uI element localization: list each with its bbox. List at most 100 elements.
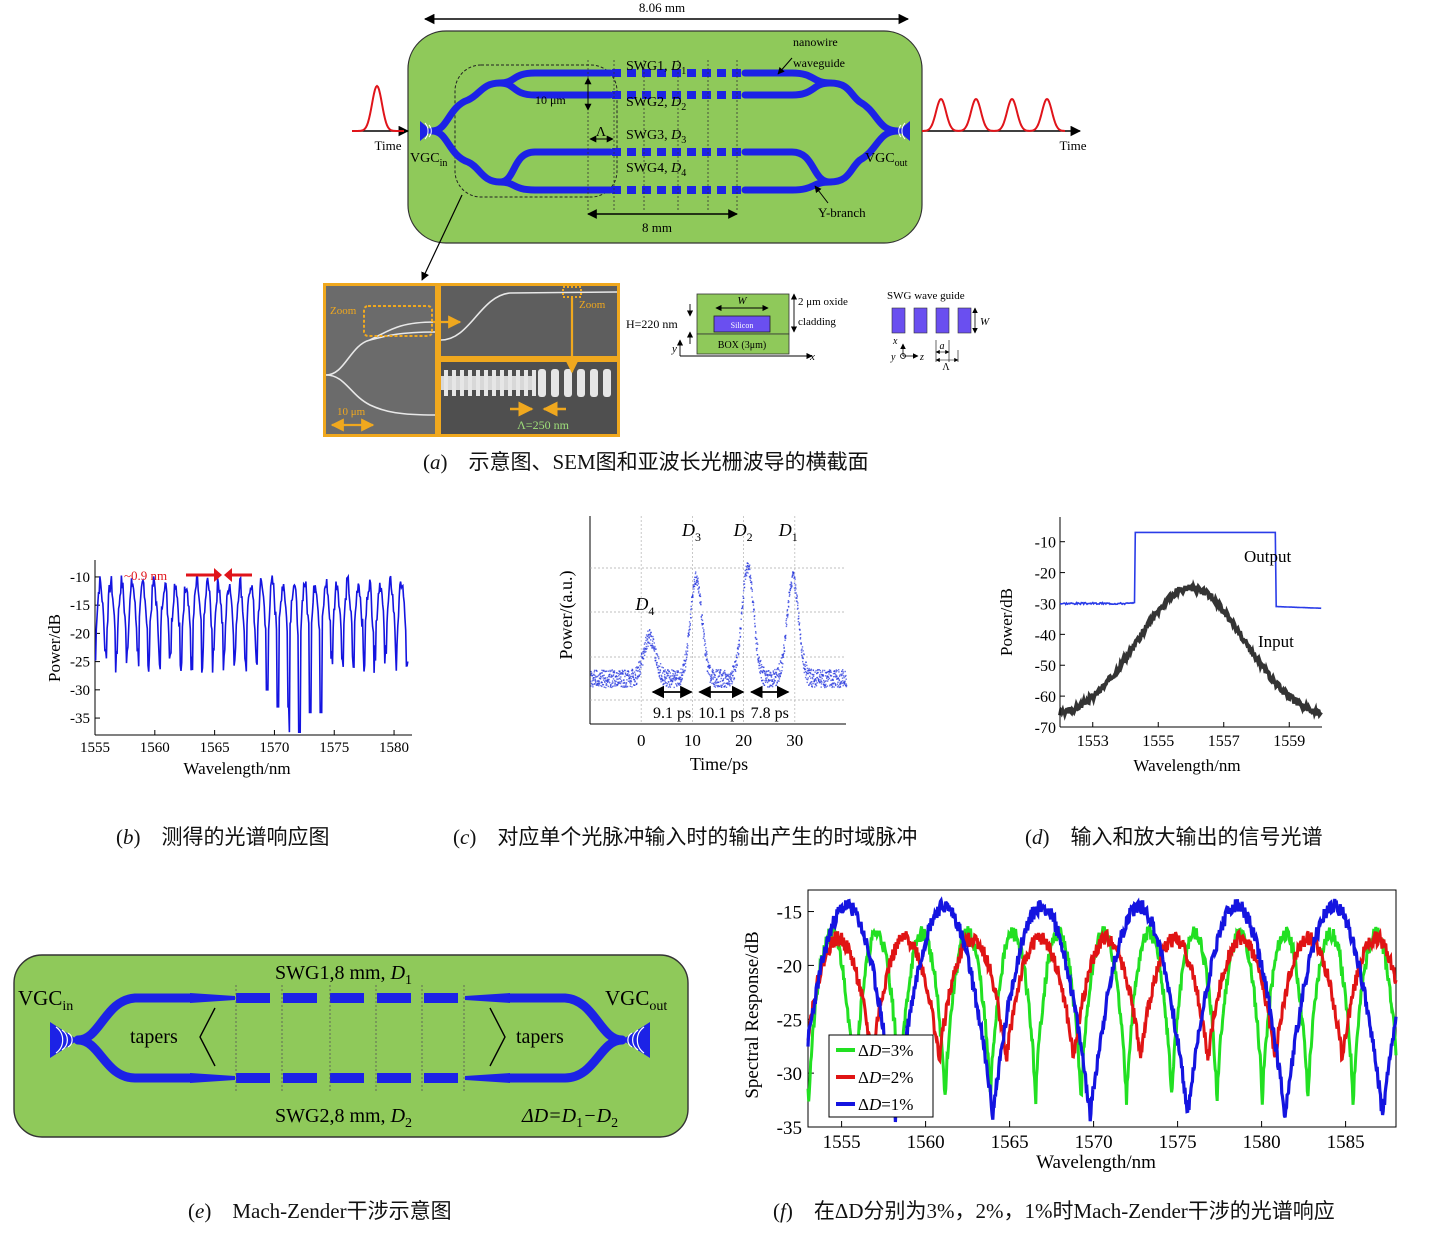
chart-c-point (815, 683, 817, 685)
svg-text:SWG2, D2: SWG2, D2 (626, 95, 686, 113)
chart-c-point (672, 679, 674, 682)
chart-c-point (715, 684, 717, 687)
chart-c-point (709, 674, 711, 676)
chart-c-point (689, 628, 691, 631)
chart-c-point (598, 680, 600, 682)
chart-c-point (769, 673, 771, 675)
chart-c-point (641, 657, 644, 659)
chart-c-point (790, 582, 793, 584)
chart-c-point (660, 679, 662, 681)
dimension-label: 8.06 mm (639, 0, 685, 15)
chart-c-point (828, 677, 831, 680)
chart-c-point (630, 683, 632, 685)
chart-c-point (819, 681, 822, 684)
chart-c-point (809, 672, 812, 674)
chart-c-point (668, 670, 670, 672)
chart-c-point (717, 676, 719, 678)
chart-c-point (760, 670, 762, 672)
chart-c-point (733, 668, 735, 671)
chart-c-point (691, 595, 694, 598)
chart-c-point (652, 638, 655, 640)
chart-c-point (609, 685, 612, 687)
chart-c-point (760, 677, 762, 679)
chart-c-point (611, 686, 613, 689)
chart-c-point (843, 675, 845, 677)
chart-f-xtick-label: 1580 (1243, 1132, 1281, 1153)
chart-c-point (779, 660, 782, 662)
chart-c-point (610, 684, 612, 686)
chart-c-point (616, 675, 618, 678)
chart-c-point (694, 576, 696, 578)
chart-c-point (655, 648, 657, 650)
chart-c-point (657, 656, 659, 658)
chart-c-point (735, 670, 737, 672)
width-label: W (737, 295, 747, 307)
chart-c-point (730, 680, 733, 682)
chart-f-xtick-label: 1585 (1327, 1132, 1365, 1153)
chart-c-point (642, 664, 644, 666)
swg-segments (612, 69, 741, 194)
chart-c-point (601, 672, 603, 674)
chart-c-point (636, 670, 638, 672)
chart-c-point (752, 604, 755, 606)
chart-c-point (639, 660, 641, 662)
chart-c-point (678, 684, 680, 686)
chart-c-point (734, 660, 737, 663)
chart-c-point (759, 671, 761, 673)
chart-c-point (620, 676, 622, 678)
chart-c-point (724, 672, 726, 674)
chart-c-point (722, 672, 724, 675)
chart-c-point (675, 678, 678, 681)
chart-c-point (650, 639, 652, 641)
chart-c-point (819, 669, 821, 672)
chart-f-ytick-label: -25 (777, 1010, 802, 1031)
chart-c-point (766, 680, 768, 682)
chart-c-interval-label: 7.8 ps (751, 705, 789, 722)
chart-d-xtick-label: 1553 (1077, 733, 1109, 750)
chart-c-point (828, 669, 831, 671)
chart-f-xlabel: Wavelength/nm (1036, 1152, 1156, 1173)
chart-c-point (646, 647, 648, 650)
chart-c-point (714, 681, 716, 684)
chart-c-point (679, 683, 682, 686)
chart-c-point (811, 686, 814, 688)
chart-c-point (620, 681, 623, 683)
chart-c-point (683, 671, 685, 674)
chart-c-point (629, 685, 631, 687)
chart-c-point (749, 579, 752, 581)
chart-c-point (824, 680, 826, 683)
chart-c-point (750, 586, 752, 589)
caption-c: (c) 对应单个光脉冲输入时的输出产生的时域脉冲 (453, 825, 918, 849)
chart-c-point (695, 571, 697, 573)
chart-c-point (654, 657, 656, 659)
chart-c-point (764, 681, 767, 683)
chart-c-point (798, 612, 800, 614)
chart-c-point (805, 674, 807, 676)
chart-c-point (785, 625, 788, 628)
chart-c-point (665, 671, 667, 673)
chart-c-point (663, 682, 665, 685)
chart-c-point (801, 654, 803, 656)
chart-c-point (754, 625, 756, 627)
chart-c-point (768, 680, 771, 682)
chart-c-point (728, 677, 731, 679)
chart-c-point (796, 608, 799, 610)
chart-c-point (701, 614, 703, 616)
chart-c-point (732, 670, 735, 673)
chart-c-point (705, 649, 707, 652)
chart-c-point (710, 677, 713, 679)
chart-c-point (735, 654, 738, 656)
chart-c-point (834, 675, 836, 678)
chart-c-peak-label: D4 (634, 594, 654, 618)
chart-c-point (699, 594, 701, 596)
chart-c-point (612, 674, 615, 676)
chart-c-point (783, 650, 786, 652)
chart-c-point (836, 686, 839, 688)
chart-c-point (648, 633, 650, 636)
ybranch-label: Y-branch (818, 205, 866, 220)
chart-c-point (693, 578, 695, 581)
chart-c-point (675, 677, 678, 679)
swg-segment (642, 91, 651, 99)
swg-segment (642, 69, 651, 77)
chart-c-point (591, 675, 593, 677)
